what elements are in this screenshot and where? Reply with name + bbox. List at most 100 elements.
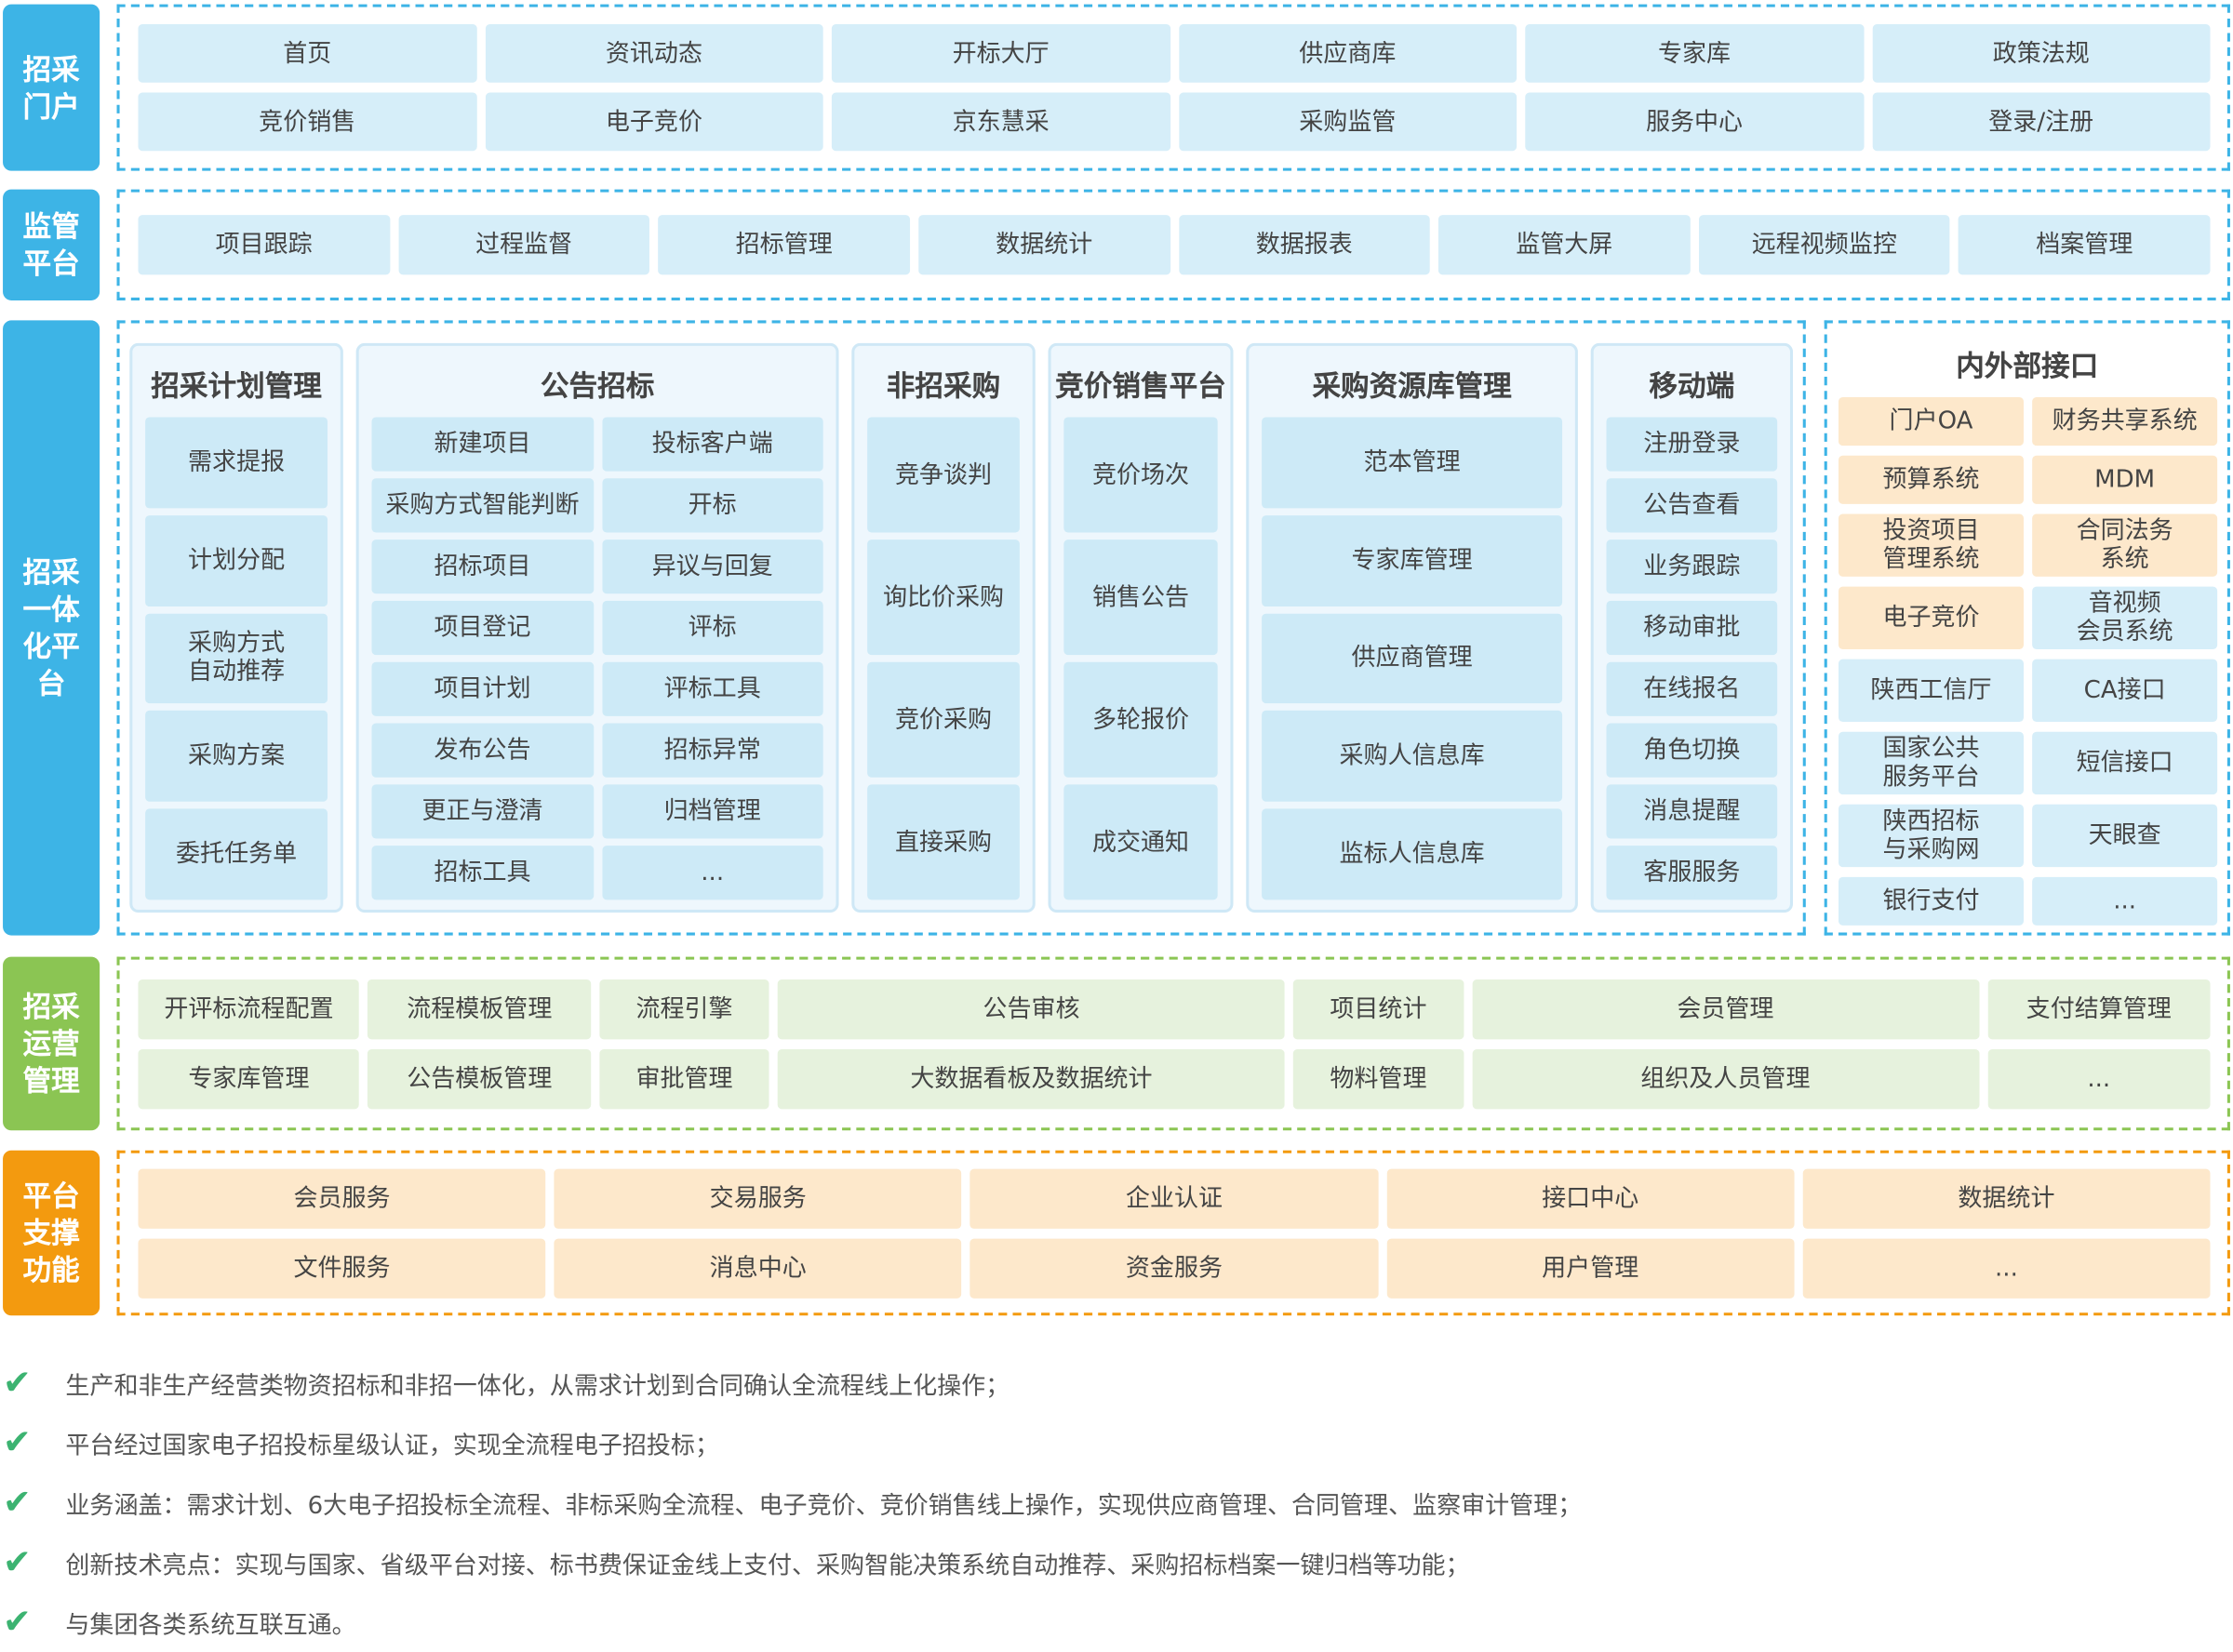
panel-item: 评标工具 bbox=[601, 661, 823, 716]
panel-0: 招采计划管理需求提报计划分配采购方式 自动推荐采购方案委托任务单 bbox=[129, 342, 343, 913]
supervision-item: 远程视频监控 bbox=[1698, 215, 1950, 275]
interface-item: 合同法务 系统 bbox=[2032, 513, 2218, 577]
operations-item: 项目统计 bbox=[1293, 979, 1464, 1040]
panel-item: 需求提报 bbox=[145, 417, 328, 509]
interface-item: 陕西工信厅 bbox=[1839, 659, 2024, 723]
panel-item: 招标异常 bbox=[601, 723, 823, 778]
supervision-item: 招标管理 bbox=[658, 215, 910, 275]
interface-item: 短信接口 bbox=[2032, 731, 2218, 795]
panel-title: 招采计划管理 bbox=[151, 368, 322, 404]
support-item: 会员服务 bbox=[138, 1168, 546, 1229]
bullet-item: ✔ 平台经过国家电子招投标星级认证，实现全流程电子招投标； bbox=[0, 1412, 1582, 1472]
interface-item: 国家公共 服务平台 bbox=[1839, 731, 2024, 795]
bullet-item: ✔生产和非生产经营类物资招标和非招一体化，从需求计划到合同确认全流程线上化操作； bbox=[0, 1352, 1582, 1412]
operations-item: 开评标流程配置 bbox=[138, 979, 360, 1040]
support-item: 企业认证 bbox=[969, 1168, 1378, 1229]
check-icon: ✔ bbox=[3, 1362, 32, 1403]
panel-item: 发布公告 bbox=[371, 723, 594, 778]
panel-grid: 范本管理专家库管理供应商管理采购人信息库监标人信息库 bbox=[1262, 417, 1563, 900]
portal-grid: 首页资讯动态开标大厅供应商库专家库政策法规竞价销售电子竞价京东慧采采购监管服务中… bbox=[138, 24, 2211, 152]
supervision-item: 监管大屏 bbox=[1438, 215, 1691, 275]
panel-grid: 注册登录公告查看业务跟踪移动审批在线报名角色切换消息提醒客服服务 bbox=[1606, 417, 1778, 900]
panel-item: 竞争谈判 bbox=[867, 417, 1020, 533]
panel-title: 非招采购 bbox=[886, 368, 1001, 404]
panel-grid: 竞价场次销售公告多轮报价成交通知 bbox=[1063, 417, 1218, 900]
portal-item: 首页 bbox=[138, 24, 476, 83]
support-item: 文件服务 bbox=[138, 1238, 546, 1299]
operations-item: 公告审核 bbox=[778, 979, 1285, 1040]
portal-item: 竞价销售 bbox=[138, 92, 476, 152]
support-item: 接口中心 bbox=[1386, 1168, 1795, 1229]
supervision-box bbox=[116, 189, 2230, 300]
panel-grid: 竞争谈判询比价采购竞价采购直接采购 bbox=[867, 417, 1020, 900]
interface-item: 投资项目 管理系统 bbox=[1839, 513, 2024, 577]
interface-item: CA接口 bbox=[2032, 659, 2218, 723]
operations-item: 支付结算管理 bbox=[1987, 979, 2211, 1040]
support-item: 用户管理 bbox=[1386, 1238, 1795, 1299]
interface-item: ... bbox=[2032, 876, 2218, 926]
panel-item: 投标客户端 bbox=[601, 417, 823, 472]
interfaces-title: 内外部接口 bbox=[1956, 348, 2099, 383]
portal-box bbox=[116, 4, 2230, 171]
panel-item: 询比价采购 bbox=[867, 540, 1020, 656]
bullet-text: 平台经过国家电子招投标星级认证，实现全流程电子招投标； bbox=[65, 1432, 719, 1460]
interfaces-box: 内外部接口 bbox=[1824, 320, 2230, 936]
interface-item: MDM bbox=[2032, 455, 2218, 504]
portal-item: 电子竞价 bbox=[485, 92, 823, 152]
bullet-text: 创新技术亮点：实现与国家、省级平台对接、标书费保证金线上支付、采购智能决策系统自… bbox=[65, 1551, 1470, 1580]
supervision-grid: 项目跟踪过程监督招标管理数据统计数据报表监管大屏远程视频监控档案管理 bbox=[138, 215, 2211, 275]
panel-item: 开标 bbox=[601, 478, 823, 533]
panel-item: 消息提醒 bbox=[1606, 784, 1778, 839]
support-item: 数据统计 bbox=[1802, 1168, 2211, 1229]
panel-item: 在线报名 bbox=[1606, 661, 1778, 716]
support-box bbox=[116, 1150, 2230, 1316]
panel-item: 竞价采购 bbox=[867, 661, 1020, 778]
portal-item: 供应商库 bbox=[1178, 24, 1518, 83]
supervision-item: 项目跟踪 bbox=[138, 215, 390, 275]
panel-item: 注册登录 bbox=[1606, 417, 1778, 472]
panel-item: 更正与澄清 bbox=[371, 784, 594, 839]
interface-item: 陕西招标 与采购网 bbox=[1839, 804, 2024, 868]
operations-item: ... bbox=[1987, 1049, 2211, 1110]
check-icon: ✔ bbox=[3, 1601, 32, 1642]
panel-item: 竞价场次 bbox=[1063, 417, 1218, 533]
operations-item: 公告模板管理 bbox=[368, 1049, 592, 1110]
panel-title: 公告招标 bbox=[540, 368, 655, 404]
supervision-item: 档案管理 bbox=[1959, 215, 2211, 275]
portal-item: 政策法规 bbox=[1871, 24, 2211, 83]
operations-item: 物料管理 bbox=[1293, 1049, 1464, 1110]
interface-item: 音视频 会员系统 bbox=[2032, 586, 2218, 649]
feature-bullets: ✔生产和非生产经营类物资招标和非招一体化，从需求计划到合同确认全流程线上化操作；… bbox=[0, 1352, 1582, 1651]
operations-item: 专家库管理 bbox=[138, 1049, 360, 1110]
bullet-item: ✔与集团各类系统互联互通。 bbox=[0, 1592, 1582, 1651]
panel-item: 委托任务单 bbox=[145, 808, 328, 900]
interface-item: 电子竞价 bbox=[1839, 586, 2024, 649]
panel-item: 监标人信息库 bbox=[1262, 808, 1563, 900]
section-label-operations: 招采 运营 管理 bbox=[3, 956, 100, 1131]
panel-item: 计划分配 bbox=[145, 514, 328, 606]
operations-item: 大数据看板及数据统计 bbox=[778, 1049, 1285, 1110]
check-icon: ✔ bbox=[3, 1541, 32, 1582]
portal-item: 开标大厅 bbox=[831, 24, 1170, 83]
panel-item: 供应商管理 bbox=[1262, 613, 1563, 704]
panel-item: 业务跟踪 bbox=[1606, 540, 1778, 594]
section-label-portal: 招采 门户 bbox=[3, 4, 100, 171]
panel-grid: 需求提报计划分配采购方式 自动推荐采购方案委托任务单 bbox=[145, 417, 328, 900]
interface-item: 门户OA bbox=[1839, 397, 2024, 446]
panel-item: 新建项目 bbox=[371, 417, 594, 472]
panel-4: 采购资源库管理范本管理专家库管理供应商管理采购人信息库监标人信息库 bbox=[1246, 342, 1578, 913]
panel-item: 客服服务 bbox=[1606, 846, 1778, 900]
check-icon: ✔ bbox=[3, 1422, 32, 1462]
bullet-item: ✔业务涵盖：需求计划、6大电子招投标全流程、非标采购全流程、电子竞价、竞价销售线… bbox=[0, 1472, 1582, 1532]
supervision-item: 数据报表 bbox=[1178, 215, 1430, 275]
panel-item: 采购方式 自动推荐 bbox=[145, 613, 328, 704]
support-grid: 会员服务交易服务企业认证接口中心数据统计文件服务消息中心资金服务用户管理... bbox=[138, 1168, 2211, 1299]
panel-grid: 新建项目投标客户端采购方式智能判断开标招标项目异议与回复项目登记评标项目计划评标… bbox=[371, 417, 823, 900]
bullet-item: ✔ 创新技术亮点：实现与国家、省级平台对接、标书费保证金线上支付、采购智能决策系统… bbox=[0, 1532, 1582, 1592]
panel-item: 销售公告 bbox=[1063, 540, 1218, 656]
panel-item: 采购方式智能判断 bbox=[371, 478, 594, 533]
panel-3: 竞价销售平台竞价场次销售公告多轮报价成交通知 bbox=[1048, 342, 1234, 913]
panel-item: 采购方案 bbox=[145, 711, 328, 803]
supervision-item: 过程监督 bbox=[397, 215, 650, 275]
